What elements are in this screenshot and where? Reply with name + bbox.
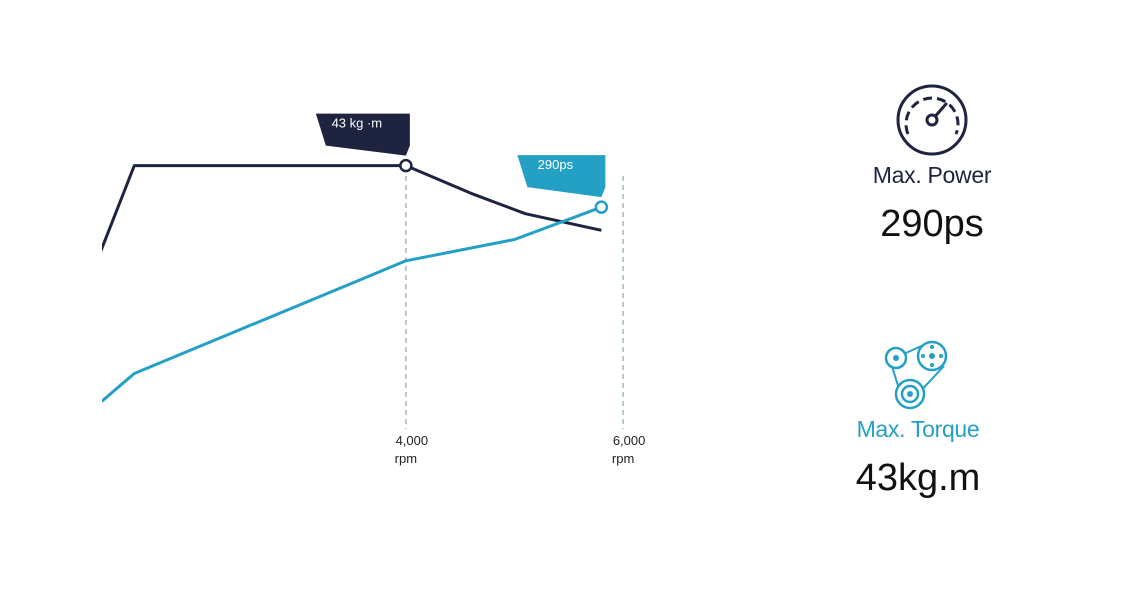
max-power-spec: Max. Power 290ps: [832, 82, 1032, 246]
power-series-line: [102, 205, 602, 403]
torque-callout-flag: [315, 113, 410, 156]
x-tick-label: 6,000: [613, 433, 646, 448]
speedometer-icon: [896, 84, 968, 156]
belt-pulley-icon: [884, 340, 948, 410]
max-torque-label: Max. Torque: [856, 416, 980, 442]
torque-series-line: [102, 164, 602, 253]
max-torque-spec: Max. Torque 43kg.m: [818, 340, 1018, 500]
x-tick-unit: rpm: [395, 451, 417, 466]
performance-chart: 43 kg ·m 290ps 4,000 rpm 6,000 rpm: [102, 113, 646, 466]
torque-peak-marker: [399, 158, 413, 173]
power-callout-flag: [517, 155, 606, 198]
power-callout-label: 290ps: [538, 157, 574, 172]
max-power-value: 290ps: [880, 203, 984, 245]
power-peak-marker: [594, 200, 609, 214]
max-power-label: Max. Power: [872, 162, 992, 188]
max-torque-value: 43kg.m: [855, 457, 981, 499]
x-tick-unit: rpm: [612, 451, 634, 466]
x-tick-label: 4,000: [396, 433, 429, 448]
torque-callout-label: 43 kg ·m: [332, 116, 383, 131]
